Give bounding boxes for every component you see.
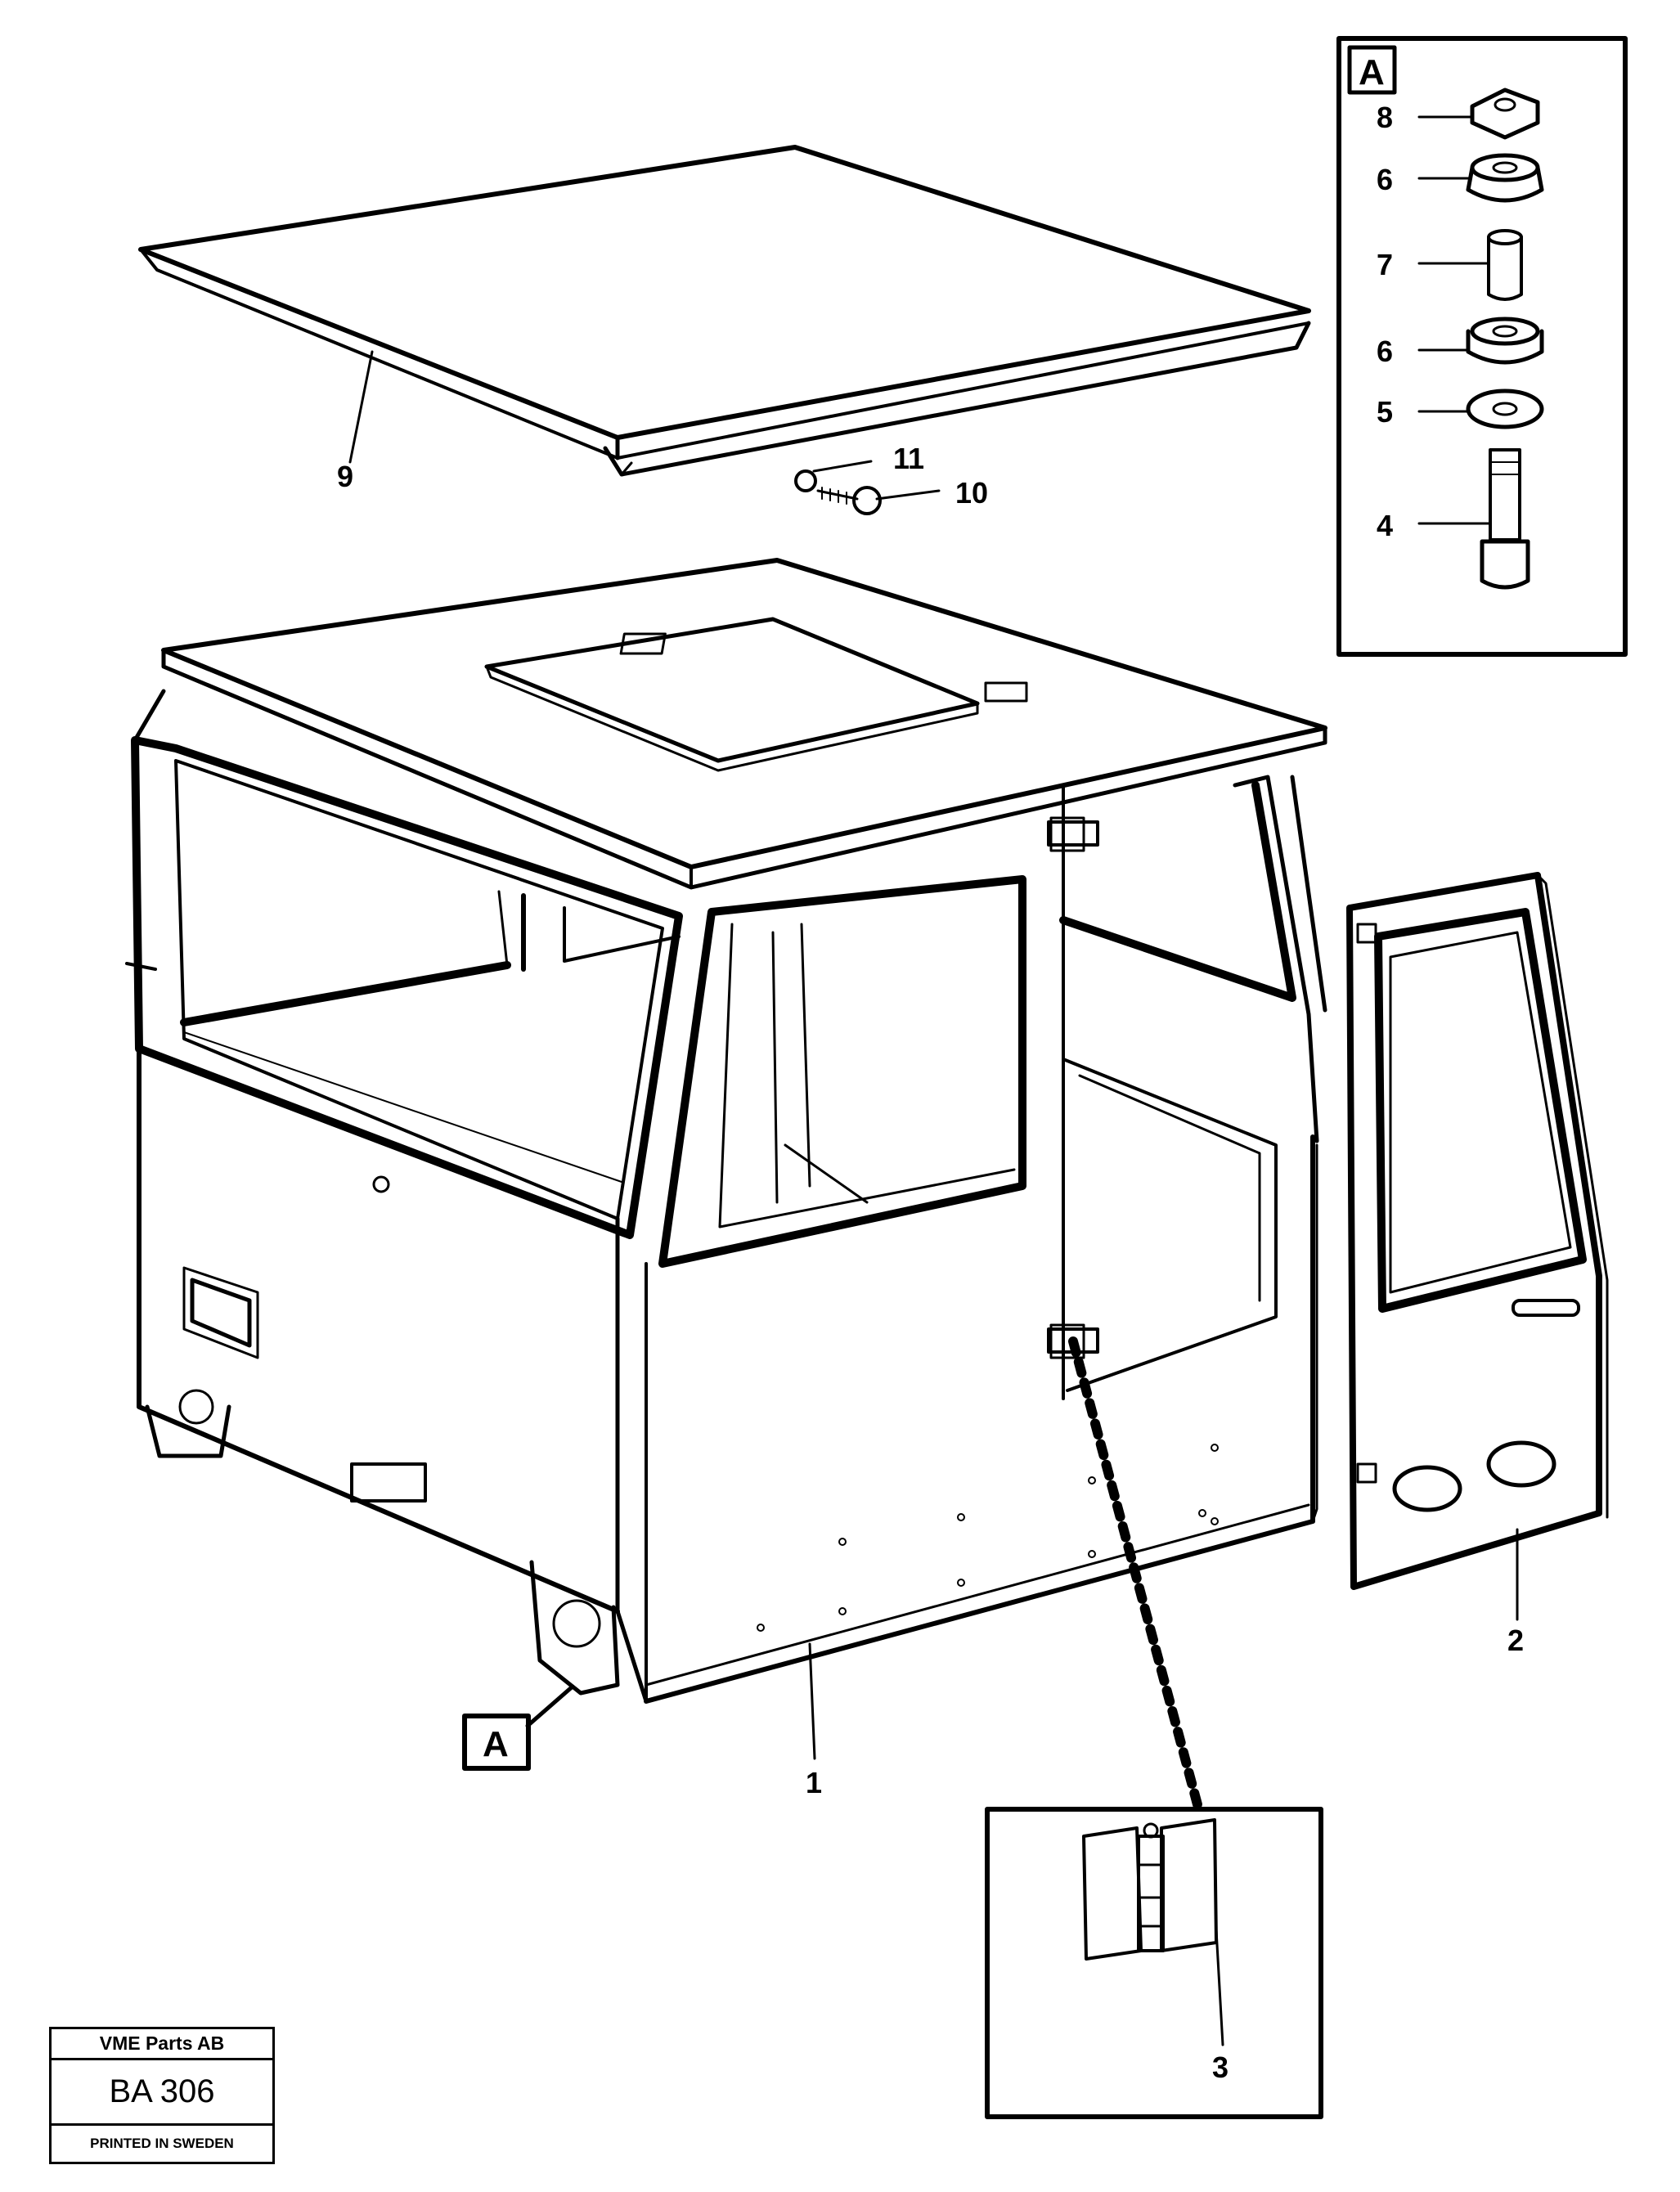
title-block-code: BA 306 xyxy=(52,2060,272,2126)
detail-a-bushing-lower xyxy=(1466,317,1544,365)
callout-6-lower: 6 xyxy=(1377,335,1393,368)
title-block: VME Parts AB BA 306 PRINTED IN SWEDEN xyxy=(49,2027,275,2164)
callout-1: 1 xyxy=(806,1766,822,1799)
leader-10 xyxy=(875,489,941,501)
callout-9: 9 xyxy=(337,460,353,493)
leader-3 xyxy=(1215,1929,1224,2046)
title-block-company: VME Parts AB xyxy=(52,2029,272,2060)
roof-panel xyxy=(138,145,1311,477)
cab-body xyxy=(125,558,1327,1704)
detail-a-sleeve xyxy=(1487,229,1523,301)
callout-6-upper: 6 xyxy=(1377,163,1393,196)
callout-2: 2 xyxy=(1507,1624,1524,1657)
title-block-printed: PRINTED IN SWEDEN xyxy=(90,2136,234,2151)
callout-3: 3 xyxy=(1212,2051,1229,2084)
callout-11: 11 xyxy=(893,442,924,475)
detail-a-nut xyxy=(1470,88,1540,140)
callout-7: 7 xyxy=(1377,248,1393,281)
hinge-detail-hinge xyxy=(1082,1818,1218,1961)
detail-a-bolt xyxy=(1480,448,1530,590)
leader-9 xyxy=(348,350,374,464)
reference-box-a xyxy=(462,1714,531,1771)
hinge-detail-leader xyxy=(1068,1336,1203,1812)
detail-a-washer xyxy=(1466,389,1544,429)
roof-bolt xyxy=(794,469,882,515)
cab-door xyxy=(1346,872,1609,1590)
callout-4: 4 xyxy=(1377,509,1393,542)
leader-1 xyxy=(808,1642,816,1760)
reference-a-letter: A xyxy=(483,1724,509,1764)
callout-10: 10 xyxy=(955,476,988,510)
cab-hinge-top xyxy=(1047,820,1099,847)
detail-a-bushing-upper xyxy=(1466,153,1544,203)
leader-11 xyxy=(812,460,873,473)
hinge-detail-box xyxy=(985,1807,1323,2119)
detail-a-box xyxy=(1336,36,1628,657)
leader-ref-a xyxy=(525,1684,575,1728)
detail-a-letter: A xyxy=(1359,52,1385,92)
callout-8: 8 xyxy=(1377,101,1393,134)
callout-5: 5 xyxy=(1377,395,1393,429)
